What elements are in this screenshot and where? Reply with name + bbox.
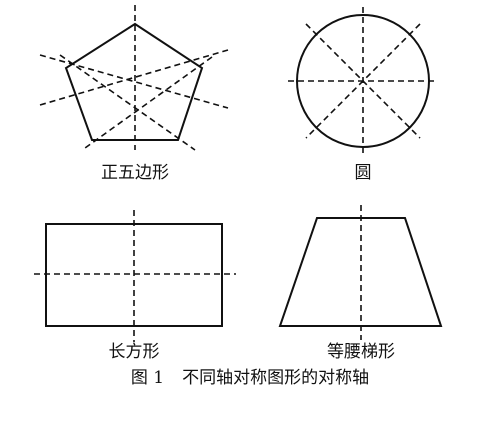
caption-text: 不同轴对称图形的对称轴 bbox=[182, 368, 370, 388]
pentagon-shape bbox=[64, 22, 204, 141]
symmetry-axes bbox=[34, 5, 438, 342]
figure-caption: 图 1 不同轴对称图形的对称轴 bbox=[131, 370, 369, 387]
pentagon-axis-2 bbox=[59, 54, 196, 151]
pentagon-axis-4 bbox=[39, 49, 229, 106]
circle-label: 圆 bbox=[354, 163, 372, 183]
circle-axis-4 bbox=[305, 23, 421, 139]
pentagon-axis-3 bbox=[84, 56, 213, 149]
trapezoid-shape bbox=[278, 217, 443, 327]
pentagon-label: 正五边形 bbox=[101, 163, 169, 183]
trapezoid-label: 等腰梯形 bbox=[327, 342, 395, 362]
caption-number: 图 1 bbox=[130, 368, 165, 388]
rectangle-label: 长方形 bbox=[108, 342, 160, 362]
pentagon-axis-5 bbox=[39, 54, 229, 109]
